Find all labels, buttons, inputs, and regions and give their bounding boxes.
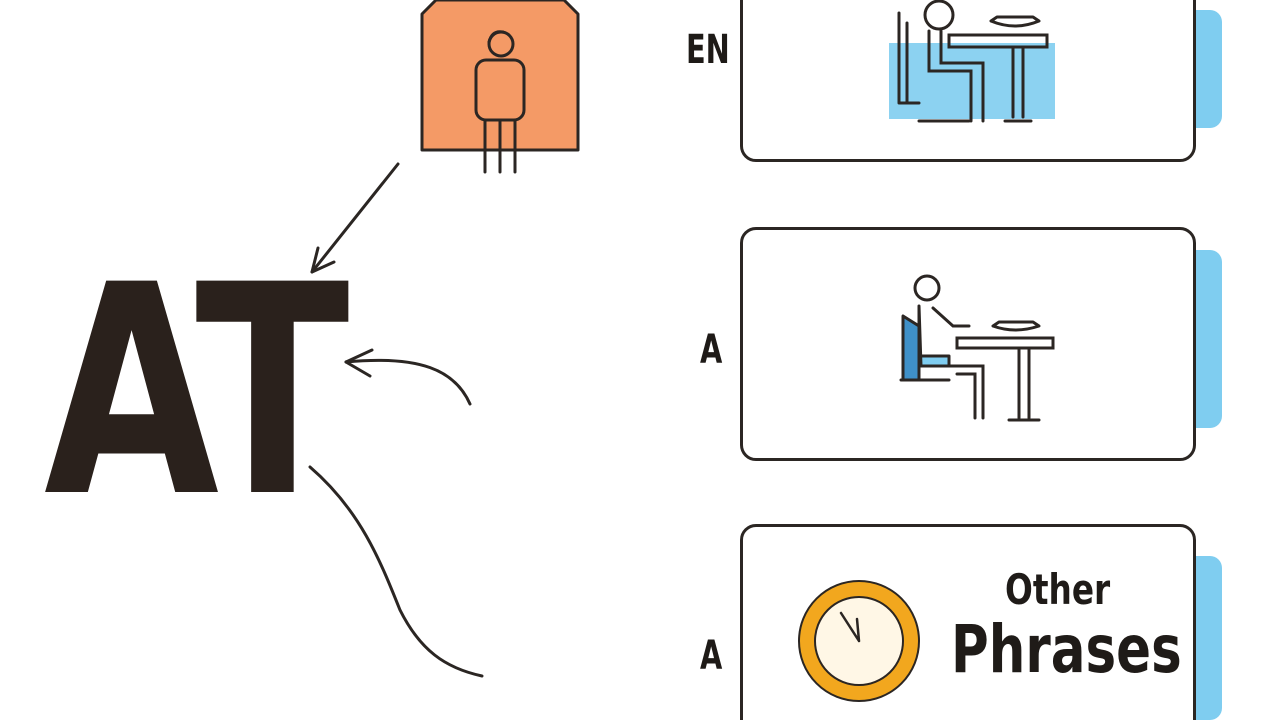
card-3-title-line1: Other [1005,565,1111,614]
card-3-label: A [700,633,723,679]
person-at-dining-table-icon [889,0,1055,123]
card-2-tab [1196,250,1222,428]
card-1-tab [1196,10,1222,128]
clock-icon [798,580,920,702]
person-seated-at-table-icon [899,274,1055,422]
person-legs [483,118,517,174]
arrow-house-to-at [310,162,400,274]
house-shape [420,0,580,152]
arrow-middle-to-at [344,358,472,406]
card-3-title-line2: Phrases [951,611,1182,688]
card-1 [740,0,1196,162]
central-word: AT [44,224,350,561]
curve-bottom-from-at [308,465,484,678]
card-2-label: A [700,327,723,373]
card-2 [740,227,1196,461]
arrowhead-middle-to-at [344,348,374,378]
person-hair [487,30,505,44]
card-3-tab [1196,556,1222,720]
arrowhead-house-to-at [310,246,336,274]
card-1-label: EN [686,27,730,73]
card-3: Other Phrases [740,524,1196,720]
